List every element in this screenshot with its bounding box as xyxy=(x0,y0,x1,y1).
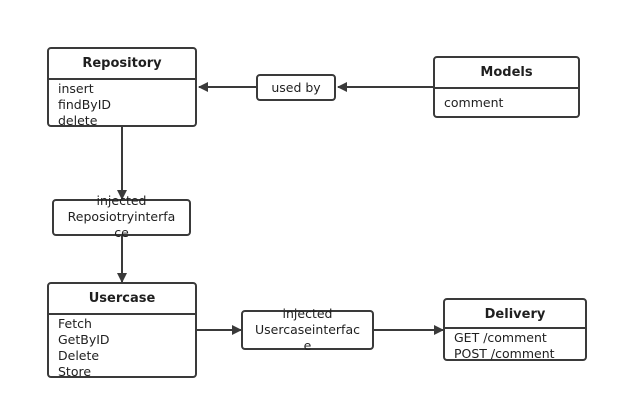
delivery-member: POST /comment xyxy=(454,346,555,361)
repository-member: findByID xyxy=(58,97,112,112)
repository-interface-injected-label: injected xyxy=(96,193,147,208)
models-members: comment xyxy=(435,89,578,111)
repository-class-box[interactable]: Repository insert findByID delete xyxy=(47,47,197,129)
delivery-class-box[interactable]: Delivery GET /comment POST /comment xyxy=(443,298,587,361)
used-by-label-box[interactable]: used by xyxy=(256,74,336,101)
repository-member: insert xyxy=(58,81,94,96)
repository-interface-name: Reposiotryinterfa xyxy=(67,209,176,224)
usercase-interface-injected-label: injected xyxy=(282,306,333,321)
usercase-member: Store xyxy=(58,364,92,379)
repository-class-title: Repository xyxy=(49,49,195,80)
repository-members: insert findByID delete xyxy=(49,80,195,129)
models-member: comment xyxy=(444,95,504,110)
usercase-member: GetByID xyxy=(58,332,110,347)
repository-member: delete xyxy=(58,113,98,128)
repository-interface-name-wrap: ce xyxy=(114,225,129,240)
models-class-title: Models xyxy=(435,58,578,89)
usercase-interface-box[interactable]: injected Usercaseinterfac e xyxy=(241,306,374,353)
usercase-class-box[interactable]: Usercase Fetch GetByID Delete Store xyxy=(47,282,197,380)
used-by-label: used by xyxy=(271,80,321,95)
usercase-class-title: Usercase xyxy=(49,284,195,315)
repository-interface-box[interactable]: injected Reposiotryinterfa ce xyxy=(52,193,191,240)
models-class-box[interactable]: Models comment xyxy=(433,56,580,118)
usercase-member: Delete xyxy=(58,348,100,363)
usercase-member: Fetch xyxy=(58,316,92,331)
delivery-member: GET /comment xyxy=(454,330,547,345)
delivery-class-title: Delivery xyxy=(445,300,585,329)
delivery-members: GET /comment POST /comment xyxy=(445,329,585,362)
usercase-interface-name: Usercaseinterfac xyxy=(254,322,360,337)
usercase-members: Fetch GetByID Delete Store xyxy=(49,315,195,380)
usercase-interface-name-wrap: e xyxy=(303,338,312,353)
